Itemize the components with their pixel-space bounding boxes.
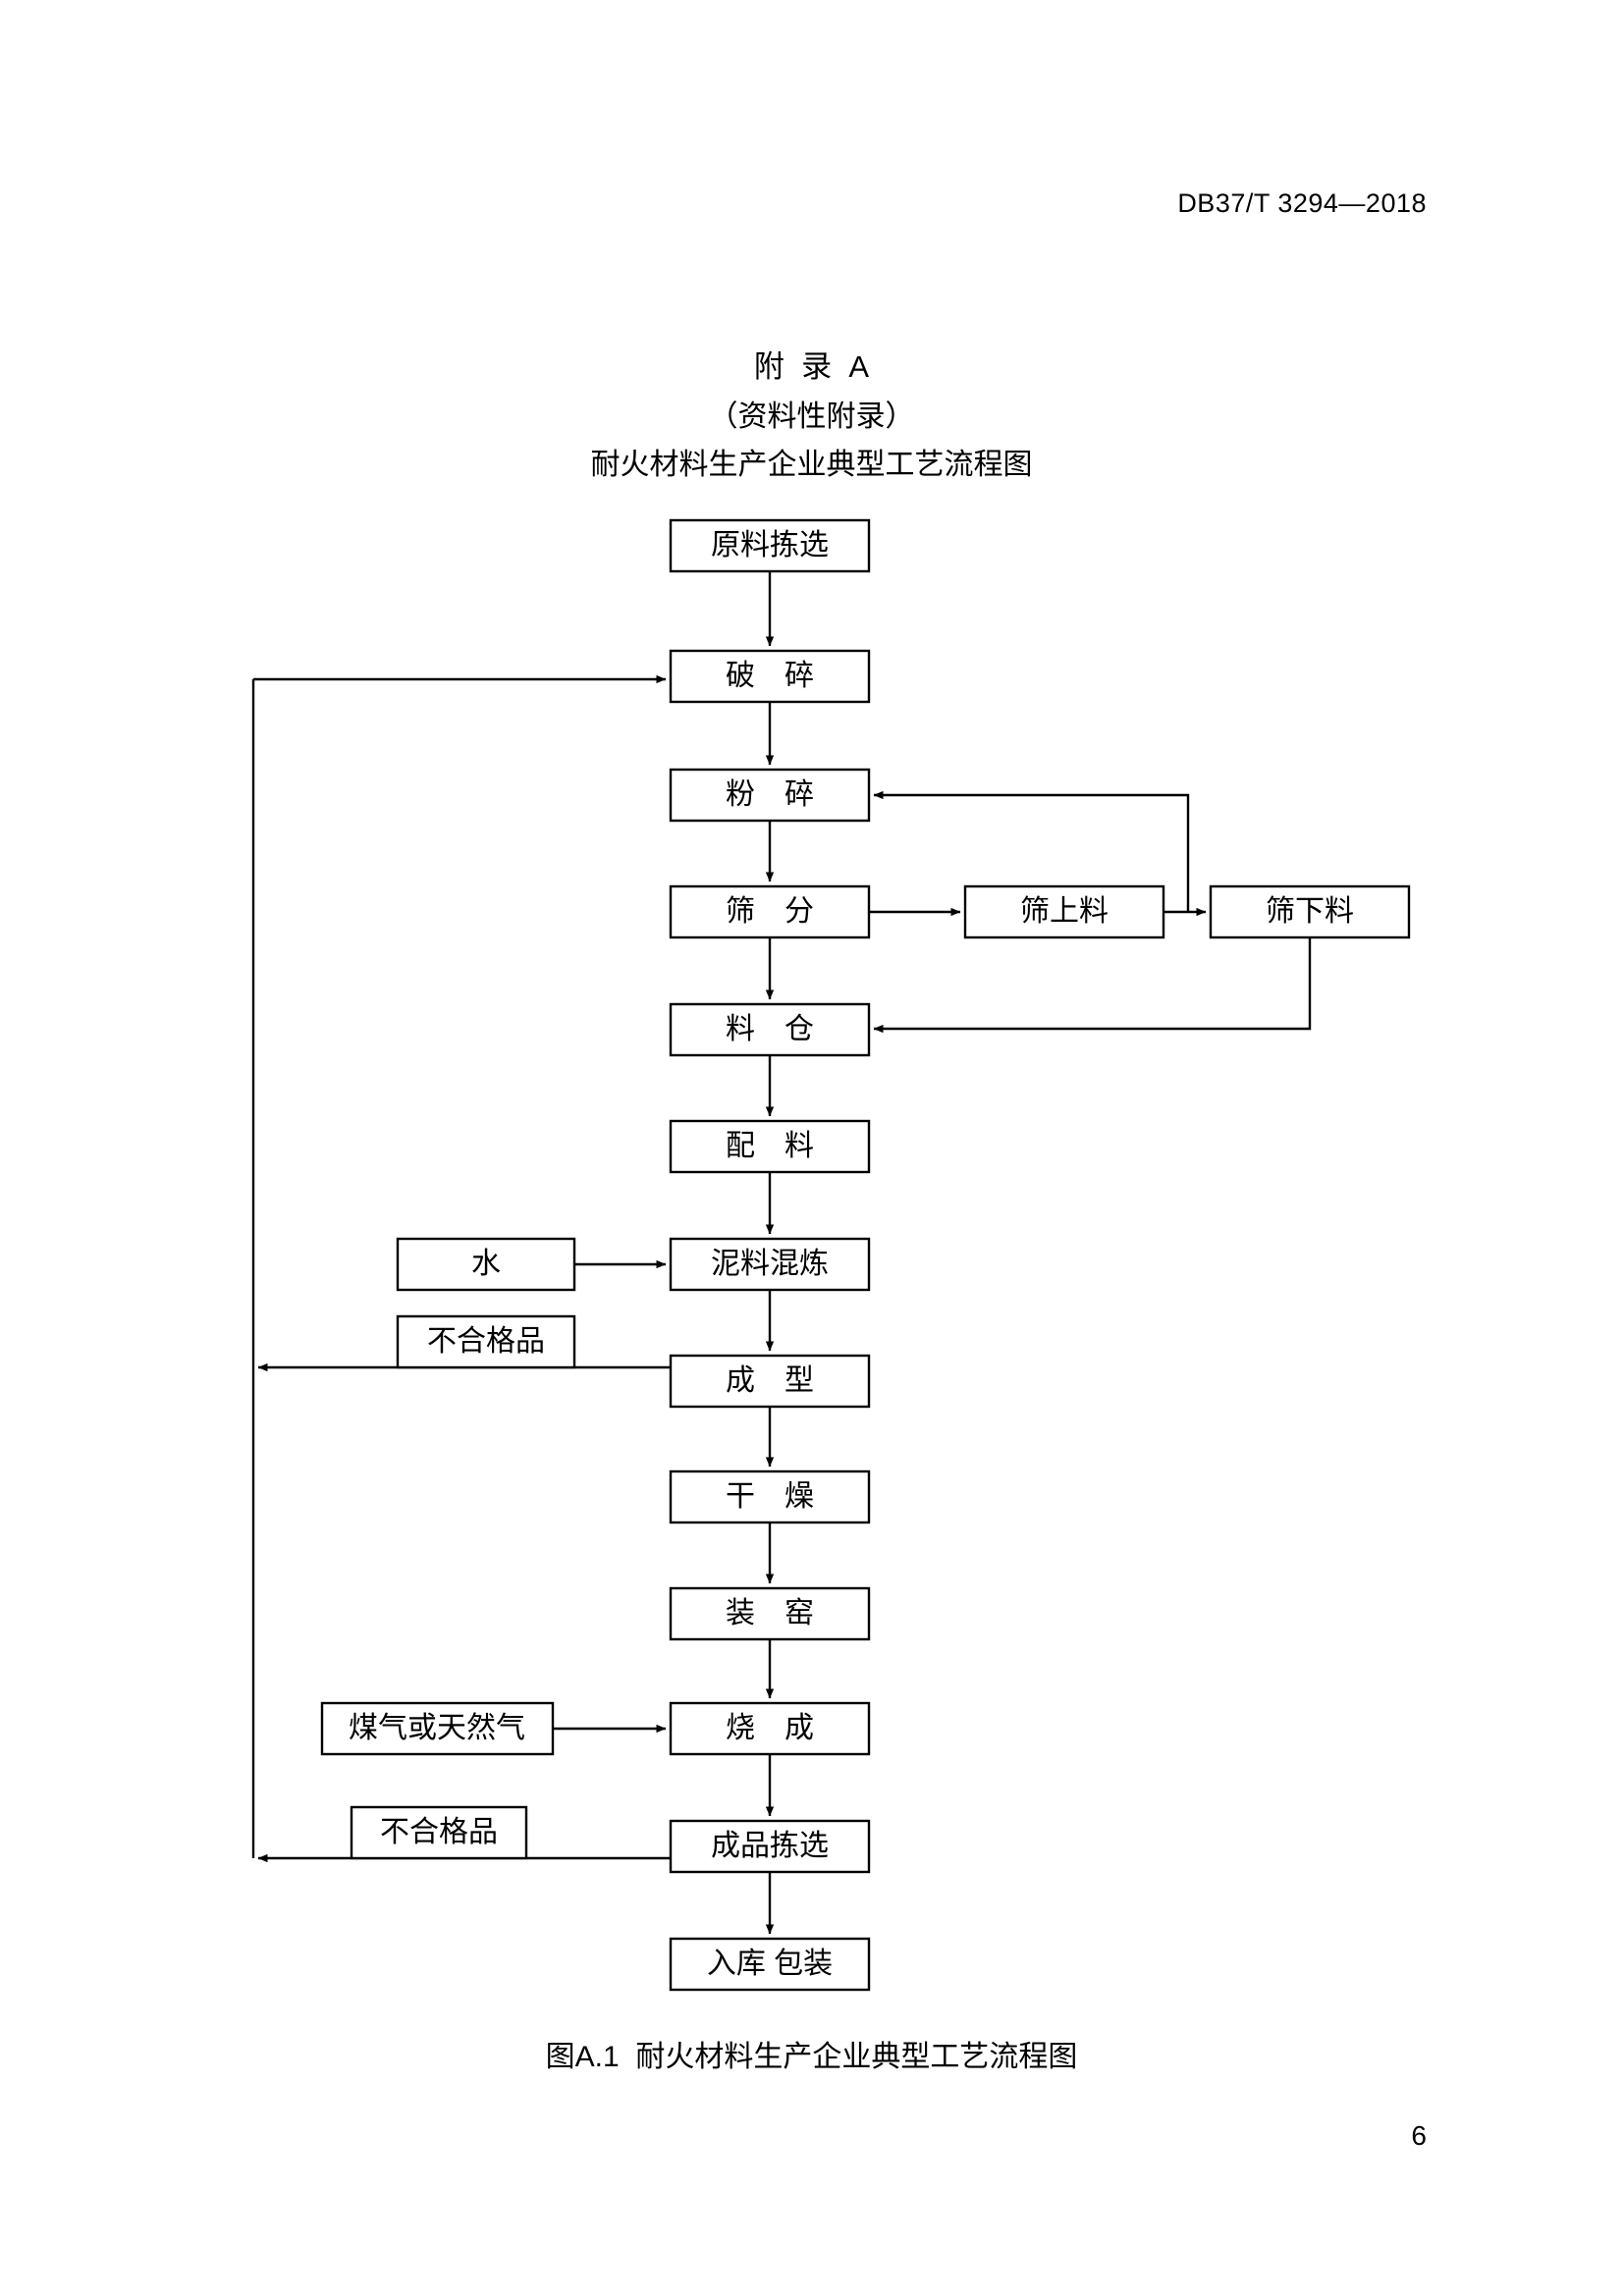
node-box-batching[interactable] <box>669 1119 871 1174</box>
node-label-raw-material-sorting: 原料拣选 <box>711 529 829 561</box>
node-box-screening[interactable] <box>669 884 871 939</box>
node-box-silo[interactable] <box>669 1002 871 1057</box>
node-label-firing: 烧 成 <box>726 1712 814 1744</box>
node-box-kiln-loading[interactable] <box>669 1586 871 1641</box>
flow-edges <box>251 571 1312 1935</box>
node-box-crushing[interactable] <box>669 649 871 704</box>
node-box-raw-material-sorting[interactable] <box>669 518 871 573</box>
node-box-mud-mixing[interactable] <box>669 1237 871 1292</box>
node-box-oversize-material[interactable] <box>963 884 1165 939</box>
figure-caption: 图A.1 耐火材料生产企业典型工艺流程图 <box>545 2041 1078 2073</box>
node-label-reject-forming: 不合格品 <box>427 1325 545 1358</box>
appendix-label: 附 录 A <box>753 349 870 384</box>
edge-n6-n7-feedback <box>873 937 1312 1034</box>
node-label-crushing: 破 碎 <box>726 660 814 692</box>
node-label-warehouse-packaging: 入库 包装 <box>707 1948 833 1980</box>
node-label-forming: 成 型 <box>726 1364 814 1397</box>
node-label-mud-mixing: 泥料混炼 <box>711 1248 829 1280</box>
node-box-undersize-material[interactable] <box>1209 884 1411 939</box>
node-label-screening: 筛 分 <box>726 895 814 928</box>
node-label-reject-finished: 不合格品 <box>380 1816 498 1848</box>
node-label-gas-fuel: 煤气或天然气 <box>349 1712 525 1744</box>
node-box-warehouse-packaging[interactable] <box>669 1937 871 1992</box>
appendix-title: 耐火材料生产企业典型工艺流程图 <box>590 449 1033 481</box>
node-box-drying[interactable] <box>669 1469 871 1524</box>
node-box-pulverizing[interactable] <box>669 768 871 823</box>
node-box-water[interactable] <box>396 1237 576 1292</box>
edge-n5-n3-feedback <box>873 790 1190 912</box>
node-label-undersize-material: 筛下料 <box>1266 895 1354 928</box>
node-box-reject-finished[interactable] <box>350 1805 528 1860</box>
node-label-silo: 料 仓 <box>726 1013 814 1045</box>
node-label-finished-sorting: 成品拣选 <box>711 1830 829 1862</box>
page-header-standard-number: DB37/T 3294—2018 <box>1177 188 1427 218</box>
node-label-water: 水 <box>471 1248 501 1280</box>
flow-nodes: 原料拣选 破 碎 粉 碎 筛 分 筛上料 筛下料 料 仓 配 料 水 <box>320 518 1411 1992</box>
node-label-drying: 干 燥 <box>726 1480 814 1513</box>
node-box-firing[interactable] <box>669 1701 871 1756</box>
node-label-oversize-material: 筛上料 <box>1020 895 1109 928</box>
node-box-gas-fuel[interactable] <box>320 1701 555 1756</box>
page-number: 6 <box>1411 2120 1427 2151</box>
node-label-pulverizing: 粉 碎 <box>726 778 814 811</box>
appendix-type: （资料性附录） <box>708 400 915 433</box>
node-box-finished-sorting[interactable] <box>669 1819 871 1874</box>
node-box-reject-forming[interactable] <box>396 1314 576 1369</box>
node-label-batching: 配 料 <box>726 1130 814 1162</box>
appendix-title-block: 附 录 A （资料性附录） 耐火材料生产企业典型工艺流程图 <box>0 342 1623 489</box>
node-box-forming[interactable] <box>669 1354 871 1409</box>
node-label-kiln-loading: 装 窑 <box>726 1597 814 1629</box>
